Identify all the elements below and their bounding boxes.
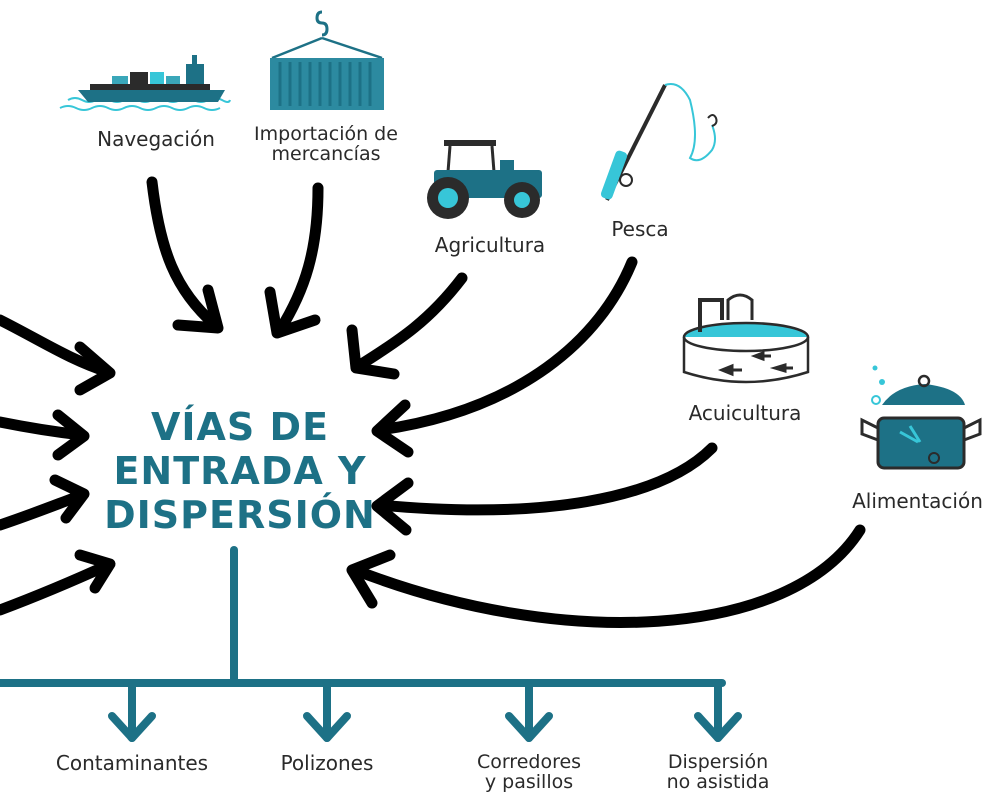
container-icon	[270, 10, 384, 110]
aquaculture-tank-icon	[682, 293, 810, 384]
arrowhead-left-3	[49, 474, 90, 524]
label-corredores-line-1: Corredores	[476, 751, 582, 773]
arrow-importacion	[274, 182, 324, 336]
arrow-pesca	[374, 256, 638, 436]
label-alimentacion: Alimentación	[852, 489, 983, 513]
arrow-navegacion	[146, 176, 221, 331]
fishing-rod-icon	[600, 83, 718, 201]
arrowhead-left-1	[74, 341, 116, 396]
title-line-1: VÍAS DE	[150, 405, 330, 449]
label-polizones: Polizones	[280, 751, 374, 775]
arrow-agricultura	[354, 272, 468, 371]
arrow-left-4	[0, 559, 114, 616]
tractor-icon	[427, 140, 542, 219]
label-acuicultura: Acuicultura	[688, 401, 802, 425]
output-tree	[0, 546, 742, 742]
label-importacion-line-1: Importación de	[254, 123, 398, 145]
arrowhead-pesca	[371, 399, 414, 458]
arrow-alimentacion	[349, 524, 866, 628]
page-title: VÍAS DE ENTRADA Y DISPERSIÓN	[100, 405, 380, 537]
arrowhead-agricultura	[346, 324, 400, 380]
label-corredores: Corredores y pasillos	[464, 752, 594, 792]
label-importacion-line-2: mercancías	[271, 143, 381, 165]
label-importacion: Importación de mercancías	[246, 124, 406, 164]
label-dispersion: Dispersión no asistida	[658, 752, 778, 792]
arrowhead-navegacion	[172, 284, 224, 334]
label-agricultura: Agricultura	[434, 233, 546, 257]
arrowhead-left-4	[74, 549, 116, 594]
arrowhead-acuicultura	[371, 477, 414, 536]
arrowhead-importacion	[264, 286, 321, 339]
arrow-acuicultura	[374, 442, 718, 516]
arrowhead-left-2	[52, 409, 90, 461]
title-line-3: DISPERSIÓN	[104, 493, 376, 537]
cooking-pot-icon	[860, 365, 982, 470]
title-line-2: ENTRADA Y	[113, 449, 367, 493]
label-dispersion-line-1: Dispersión	[667, 751, 769, 773]
label-pesca: Pesca	[611, 217, 669, 241]
ship-icon	[59, 55, 231, 111]
arrowhead-alimentacion	[346, 549, 396, 609]
label-dispersion-line-2: no asistida	[666, 771, 770, 793]
label-contaminantes: Contaminantes	[55, 751, 209, 775]
arrow-left-3	[0, 489, 88, 531]
label-navegacion: Navegación	[97, 127, 215, 151]
label-corredores-line-2: y pasillos	[484, 771, 574, 793]
